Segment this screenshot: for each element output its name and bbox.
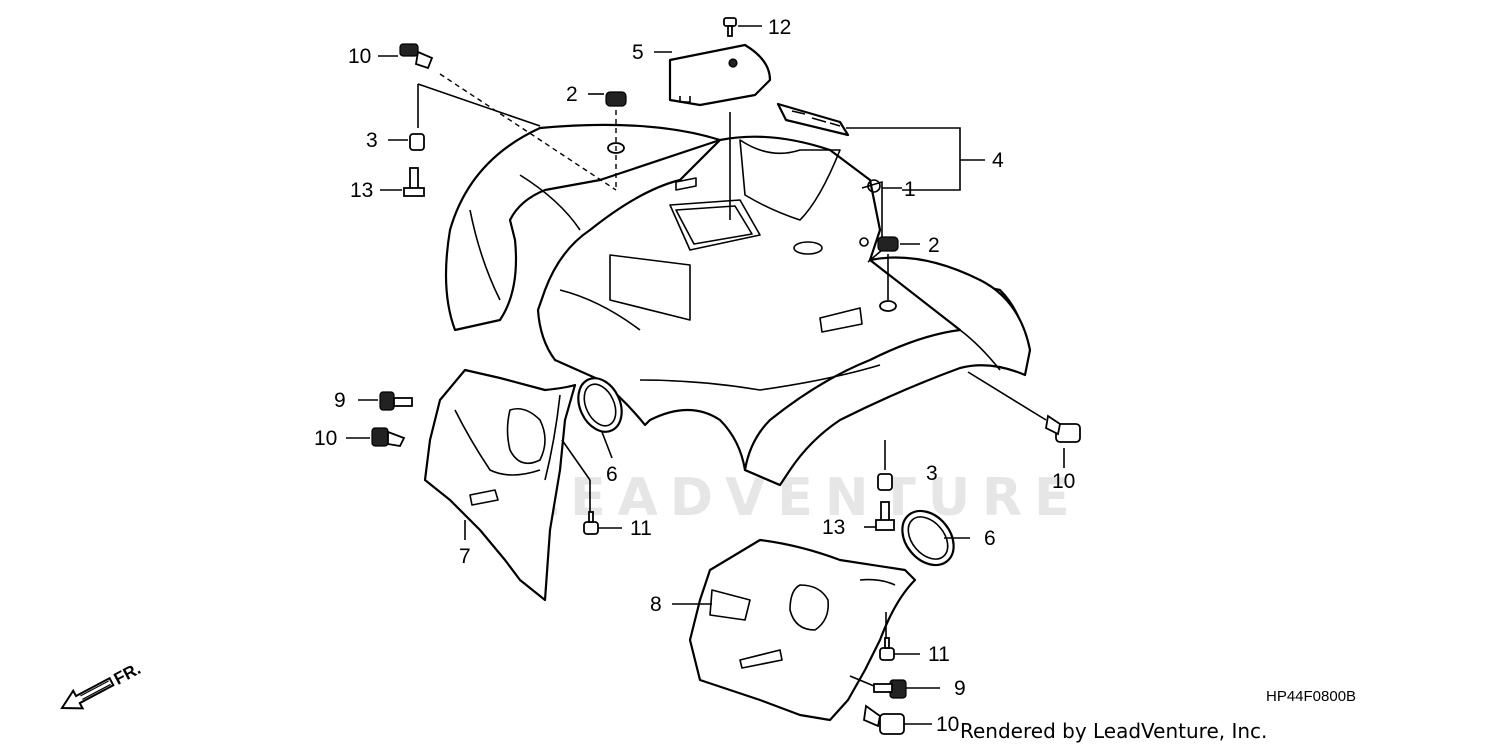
callout-3: 3	[926, 462, 938, 485]
callout-10: 10	[1052, 470, 1075, 493]
callout-9: 9	[954, 677, 966, 700]
inner-fender-left-part-7	[423, 368, 577, 602]
leader-lines	[346, 25, 1065, 725]
hardware-fasteners	[371, 17, 1081, 735]
callout-labels: 1 2 2 3 3 4 5 6 6 7 8 9 9 10 10 10 10 11…	[314, 16, 1075, 736]
front-direction-arrow: FR.	[60, 659, 144, 710]
grommet-ring-part-6-left	[577, 377, 623, 433]
callout-13: 13	[350, 179, 373, 202]
callout-10: 10	[348, 45, 371, 68]
callout-6: 6	[606, 463, 618, 486]
callout-10: 10	[936, 713, 959, 736]
callout-1: 1	[904, 178, 916, 201]
callout-10: 10	[314, 427, 337, 450]
callout-12: 12	[768, 16, 791, 39]
callout-11: 11	[630, 517, 652, 540]
watermark-text: LEADVENTURE	[525, 468, 1082, 528]
emblem-part-4	[776, 102, 850, 137]
callout-6: 6	[984, 527, 996, 550]
inner-fender-right-part-8	[688, 538, 917, 722]
diagram-code: HP44F0800B	[1266, 688, 1356, 705]
callout-7: 7	[459, 545, 471, 568]
callout-8: 8	[650, 593, 662, 616]
callout-9: 9	[334, 389, 346, 412]
callout-2: 2	[566, 83, 578, 106]
render-credit: Rendered by LeadVenture, Inc.	[960, 719, 1267, 743]
callout-4: 4	[992, 149, 1004, 172]
grommet-ring-part-6-right	[901, 509, 955, 567]
front-fender-part	[444, 123, 1032, 487]
callout-11: 11	[928, 643, 950, 666]
callout-2: 2	[928, 234, 940, 257]
storage-lid-part-5	[668, 43, 772, 107]
direction-label: FR.	[111, 659, 144, 689]
callout-13: 13	[822, 516, 845, 539]
callout-3: 3	[366, 129, 378, 152]
callout-5: 5	[632, 41, 644, 64]
